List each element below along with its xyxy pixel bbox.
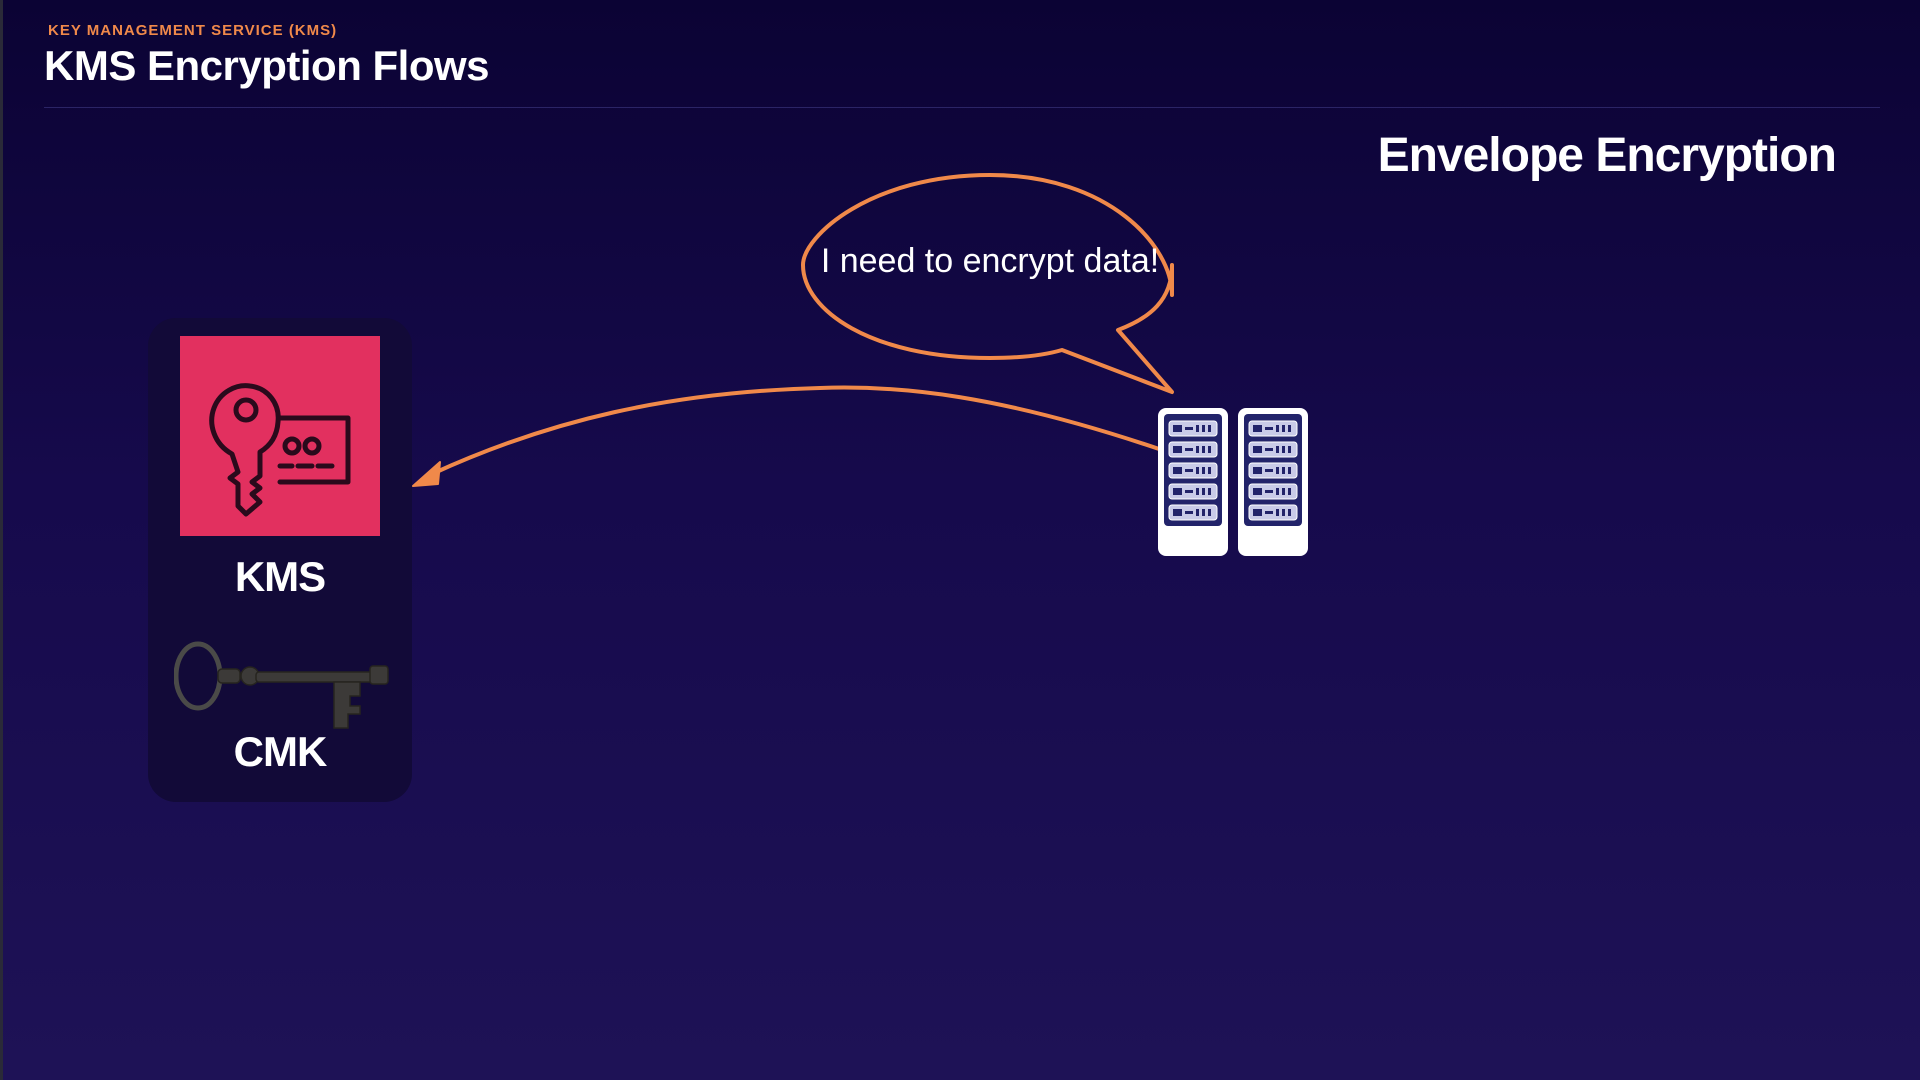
- cmk-label: CMK: [233, 728, 328, 775]
- server-rack-icon: [1158, 408, 1310, 556]
- page-kicker: KEY MANAGEMENT SERVICE (KMS): [48, 22, 338, 39]
- kms-label: KMS: [234, 553, 326, 600]
- speech-bubble-text: I need to encrypt data!: [820, 242, 1160, 280]
- speech-bubble: [801, 173, 1174, 394]
- section-title: Envelope Encryption: [1377, 129, 1837, 182]
- antique-key-icon: [173, 636, 394, 736]
- flow-arrow: [430, 385, 1164, 476]
- flow-arrowhead: [412, 461, 441, 487]
- kms-key-card-icon: [180, 336, 380, 536]
- page-title: KMS Encryption Flows: [44, 42, 490, 89]
- kms-card: KMS CMK: [148, 318, 412, 802]
- header-divider: [44, 107, 1880, 108]
- left-edge-border: [0, 0, 3, 1080]
